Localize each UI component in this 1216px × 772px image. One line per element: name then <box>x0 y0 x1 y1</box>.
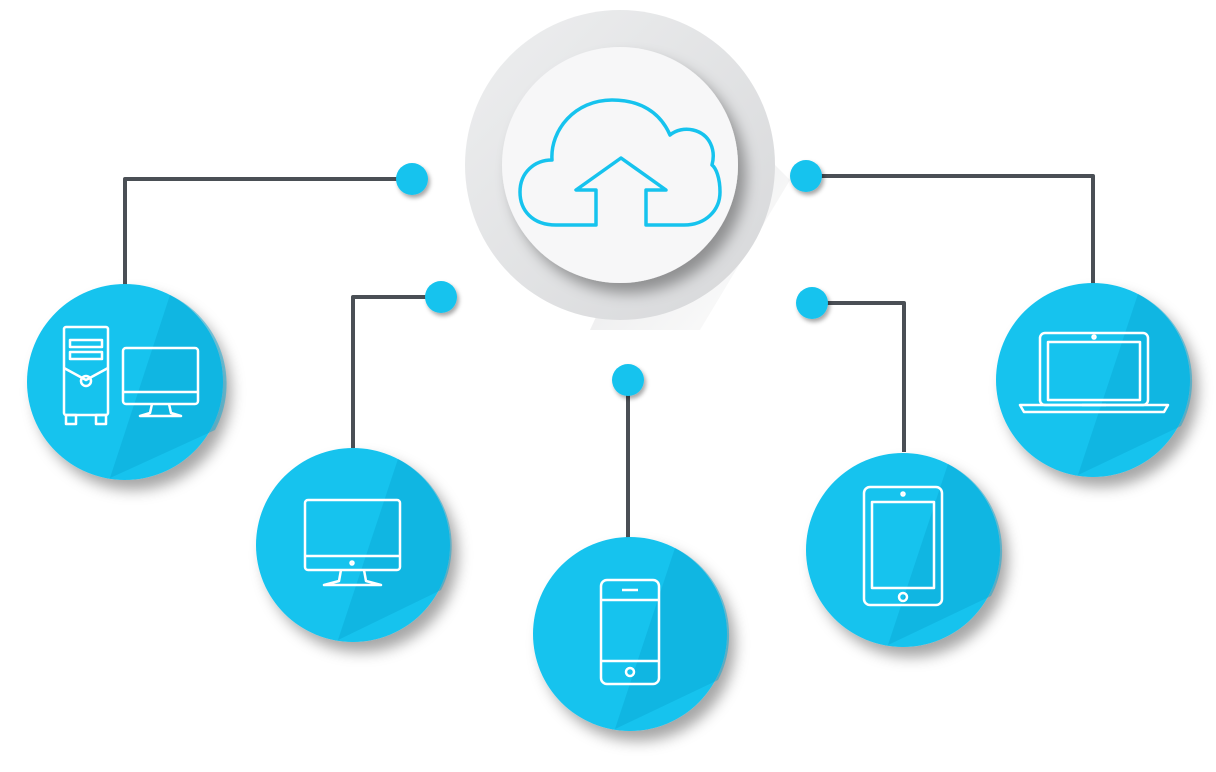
node-smartphone <box>533 537 730 731</box>
node-sheen <box>888 464 1003 645</box>
connector-laptop <box>806 174 1095 284</box>
node-tablet <box>806 453 1003 647</box>
dot-desktop-tower <box>396 163 428 195</box>
cloud-hub <box>465 10 790 330</box>
node-sheen <box>1078 294 1193 475</box>
node-monitor <box>256 448 452 642</box>
node-sheen <box>110 295 227 478</box>
cloud-upload-icon <box>518 98 722 227</box>
dot-smartphone <box>612 364 644 396</box>
connector-dots <box>396 160 828 396</box>
connector-desktop-tower <box>123 177 412 285</box>
monitor-icon <box>303 498 402 587</box>
dot-laptop <box>790 160 822 192</box>
dot-tablet <box>796 287 828 319</box>
connector-tablet <box>812 301 906 452</box>
smartphone-icon <box>599 578 661 686</box>
desktop-tower-icon <box>62 325 200 426</box>
node-laptop <box>996 283 1193 477</box>
connector-monitor <box>351 295 441 448</box>
dot-monitor <box>425 281 457 313</box>
laptop-icon <box>1018 331 1170 414</box>
node-desktop-tower <box>27 284 227 480</box>
tablet-icon <box>862 485 944 607</box>
node-sheen <box>338 459 452 640</box>
connectors <box>123 174 1095 538</box>
